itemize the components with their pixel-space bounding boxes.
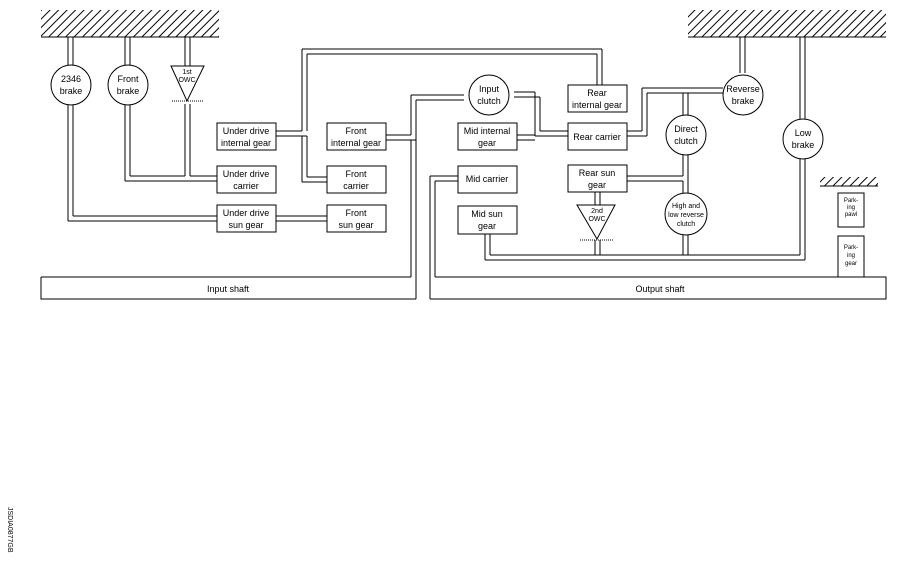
under-drive-sun-gear-line1: Under drive	[223, 208, 270, 218]
owc-2nd-line1: 2nd	[591, 208, 603, 215]
direct-clutch-line2: clutch	[674, 136, 698, 146]
front-internal-gear: Front internal gear	[326, 122, 387, 151]
mid-internal-gear: Mid internal gear	[457, 122, 518, 151]
rear-sun-gear-line2: gear	[588, 180, 606, 190]
reverse-brake-line1: Reverse	[726, 84, 760, 94]
rear-sun-gear-line1: Rear sun	[579, 168, 616, 178]
under-drive-carrier: Under drive carrier	[216, 165, 277, 194]
mid-carrier: Mid carrier	[457, 165, 518, 194]
mid-sun-gear: Mid sun gear	[457, 205, 518, 235]
mid-internal-gear-line1: Mid internal	[464, 126, 511, 136]
under-drive-internal-gear-line2: internal gear	[221, 138, 271, 148]
owc-2nd: 2nd OWC	[576, 204, 616, 241]
output-shaft-label: Output shaft	[635, 284, 685, 294]
housing-right	[688, 10, 886, 38]
rear-internal-gear-line1: Rear	[587, 88, 607, 98]
front-brake-line1: Front	[117, 74, 139, 84]
high-low-reverse-clutch: High and low reverse clutch	[664, 192, 708, 236]
parking-gear-line3: gear	[845, 261, 857, 267]
owc-2nd-line2: OWC	[588, 216, 605, 223]
rear-carrier-line1: Rear carrier	[573, 132, 621, 142]
mid-sun-gear-line2: gear	[478, 221, 496, 231]
high-low-reverse-clutch-line2: low reverse	[668, 212, 704, 219]
high-low-reverse-clutch-line3: clutch	[677, 221, 695, 228]
under-drive-internal-gear: Under drive internal gear	[216, 122, 277, 151]
under-drive-sun-gear: Under drive sun gear	[216, 204, 277, 233]
front-internal-gear-line2: internal gear	[331, 138, 381, 148]
front-sun-gear-line2: sun gear	[338, 220, 373, 230]
under-drive-internal-gear-line1: Under drive	[223, 126, 270, 136]
front-sun-gear-line1: Front	[345, 208, 367, 218]
connection-lines	[41, 37, 838, 299]
under-drive-carrier-line1: Under drive	[223, 169, 270, 179]
brake-2346: 2346 brake	[50, 64, 92, 106]
high-low-reverse-clutch-line1: High and	[672, 203, 700, 210]
reverse-brake-line2: brake	[732, 96, 755, 106]
owc-1st-line2: OWC	[178, 77, 195, 84]
direct-clutch-line1: Direct	[674, 124, 698, 134]
input-clutch-line1: Input	[479, 84, 500, 94]
low-brake-line2: brake	[792, 140, 815, 150]
under-drive-sun-gear-line2: sun gear	[228, 220, 263, 230]
housing-parking	[820, 177, 878, 187]
rear-internal-gear: Rear internal gear	[567, 84, 628, 113]
owc-1st-line1: 1st	[182, 69, 191, 76]
parking-pawl: Park- ing pawl	[837, 192, 865, 228]
reverse-brake: Reverse brake	[722, 74, 764, 116]
front-internal-gear-line1: Front	[345, 126, 367, 136]
brake-2346-line2: brake	[60, 86, 83, 96]
rear-internal-gear-line2: internal gear	[572, 100, 622, 110]
front-carrier: Front carrier	[326, 165, 387, 194]
output-shaft: Output shaft	[430, 276, 887, 300]
figure-code: JSDIA0877GB	[6, 507, 13, 553]
input-shaft: Input shaft	[40, 277, 416, 300]
parking-pawl-line3: pawl	[845, 212, 857, 218]
parking-pawl-line1: Park-	[844, 198, 858, 204]
parking-gear-line1: Park-	[844, 245, 858, 251]
direct-clutch: Direct clutch	[665, 114, 707, 156]
mid-carrier-line1: Mid carrier	[466, 174, 509, 184]
parking-pawl-line2: ing	[847, 205, 855, 211]
mid-internal-gear-line2: gear	[478, 138, 496, 148]
parking-gear: Park- ing gear	[837, 235, 865, 278]
front-brake: Front brake	[107, 64, 149, 106]
under-drive-carrier-line2: carrier	[233, 181, 259, 191]
front-sun-gear: Front sun gear	[326, 204, 387, 233]
owc-1st: 1st OWC	[170, 65, 205, 103]
front-carrier-line2: carrier	[343, 181, 369, 191]
low-brake: Low brake	[782, 118, 824, 160]
rear-sun-gear: Rear sun gear	[567, 164, 628, 193]
brake-2346-line1: 2346	[61, 74, 81, 84]
front-brake-line2: brake	[117, 86, 140, 96]
front-carrier-line1: Front	[345, 169, 367, 179]
parking-gear-line2: ing	[847, 253, 855, 259]
mid-sun-gear-line1: Mid sun	[471, 209, 503, 219]
input-shaft-label: Input shaft	[207, 284, 250, 294]
housing-left	[41, 10, 219, 38]
input-clutch-line2: clutch	[477, 96, 501, 106]
low-brake-line1: Low	[795, 128, 812, 138]
rear-carrier: Rear carrier	[567, 122, 628, 151]
input-clutch: Input clutch	[468, 74, 510, 116]
